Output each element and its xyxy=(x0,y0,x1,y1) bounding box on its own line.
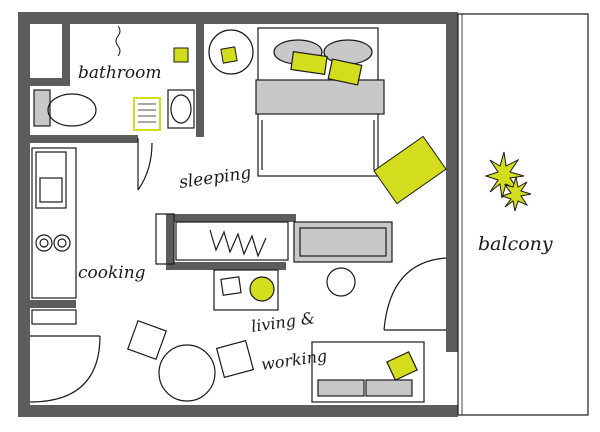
bath-mat xyxy=(133,97,161,131)
balcony-outline xyxy=(457,13,589,416)
toilet xyxy=(33,89,97,127)
kitchen-counter xyxy=(31,147,77,325)
entry-door xyxy=(29,335,101,403)
rug xyxy=(373,135,447,205)
label-bathroom: bathroom xyxy=(78,63,162,83)
bath-sink xyxy=(167,89,195,129)
dining-set xyxy=(127,320,255,402)
towel-icon xyxy=(173,47,189,63)
bed xyxy=(255,27,385,177)
bathroom-door xyxy=(137,138,153,191)
book-icon xyxy=(220,46,238,64)
balcony-door xyxy=(383,257,447,331)
stool xyxy=(326,267,356,297)
sofa xyxy=(311,341,425,403)
wardrobe xyxy=(155,213,289,265)
plant-icon xyxy=(484,151,532,212)
label-living: living & xyxy=(250,308,316,336)
walls xyxy=(18,12,458,417)
desk xyxy=(293,221,393,263)
shower-curtain xyxy=(115,25,121,57)
label-sleeping: sleeping xyxy=(178,163,253,193)
coffee-table xyxy=(213,269,279,311)
label-cooking: cooking xyxy=(78,263,146,283)
label-balcony: balcony xyxy=(478,233,553,255)
